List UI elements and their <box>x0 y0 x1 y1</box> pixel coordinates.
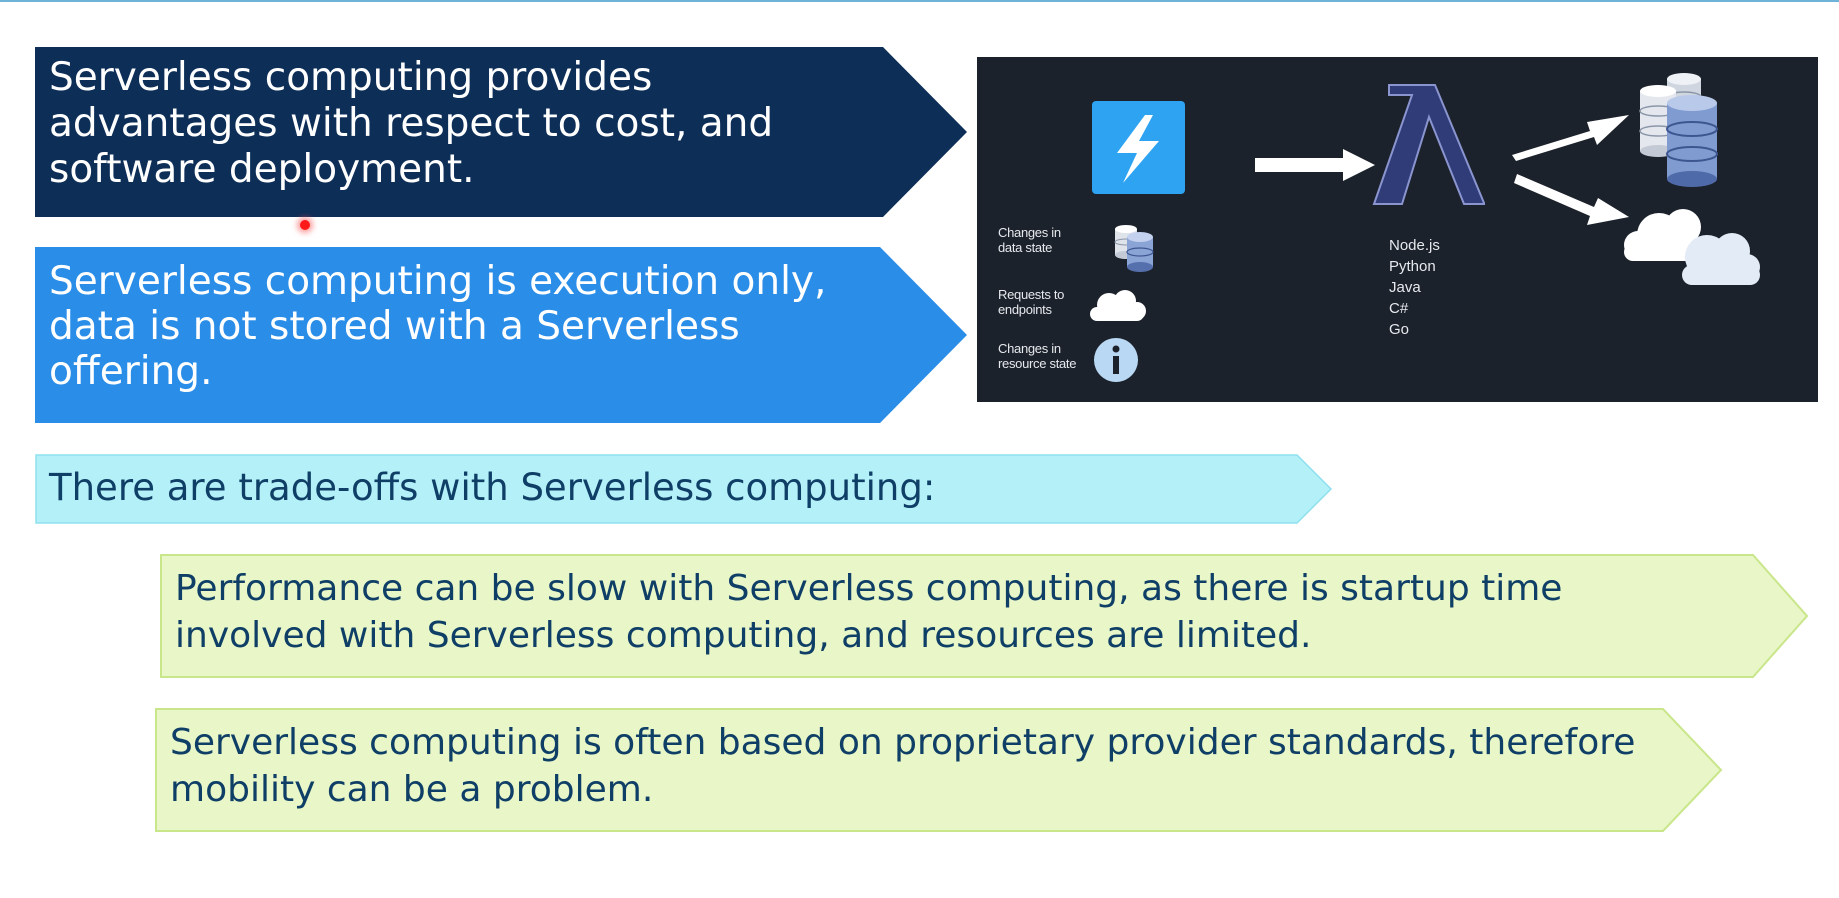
language-item: Go <box>1389 321 1410 338</box>
trigger-label-data-state: Changes in data state <box>998 225 1061 255</box>
cost-deployment-arrow-shape <box>35 47 967 217</box>
small-cloud-icon <box>1090 290 1146 321</box>
tradeoffs-text: There are trade-offs with Serverless com… <box>49 466 936 509</box>
execution-only-callout: Serverless computing is execution only, … <box>35 247 970 423</box>
language-list: Node.js Python Java C# Go <box>1389 235 1440 340</box>
diagram-graphics <box>1090 73 1760 382</box>
mobility-callout: Serverless computing is often based on p… <box>155 708 1725 832</box>
performance-text: Performance can be slow with Serverless … <box>175 568 1563 656</box>
info-icon <box>1094 338 1138 382</box>
database-stack-icon <box>1639 73 1718 187</box>
arrow-to-cloud-icon <box>1514 174 1629 225</box>
language-item: Node.js <box>1389 237 1440 254</box>
cost-deployment-callout: Serverless computing provides advantages… <box>35 47 970 217</box>
laser-pointer-dot <box>300 220 310 230</box>
execution-only-arrow-shape <box>35 247 967 423</box>
tradeoffs-arrow-shape <box>35 454 1333 524</box>
mobility-arrow-shape <box>155 708 1723 832</box>
performance-arrow-shape <box>160 554 1809 678</box>
language-item: Java <box>1389 279 1421 296</box>
lightning-icon <box>1092 101 1185 194</box>
performance-callout: Performance can be slow with Serverless … <box>160 554 1810 678</box>
top-border-line <box>0 0 1839 2</box>
execution-only-text: Serverless computing is execution only, … <box>49 259 827 395</box>
language-item: Python <box>1389 258 1436 275</box>
cloud-icon <box>1624 209 1760 285</box>
mobility-text: Serverless computing is often based on p… <box>170 722 1636 810</box>
cost-deployment-text: Serverless computing provides advantages… <box>49 55 774 193</box>
language-item: C# <box>1389 300 1409 317</box>
arrow-to-lambda-icon <box>1255 149 1375 181</box>
trigger-label-resource-state: Changes in resource state <box>998 341 1077 371</box>
arrow-to-database-icon <box>1512 115 1629 161</box>
serverless-diagram: Changes in data state Requests to endpoi… <box>977 57 1818 402</box>
tradeoffs-callout: There are trade-offs with Serverless com… <box>35 454 1335 524</box>
lambda-icon <box>1372 84 1485 205</box>
database-icon <box>1114 225 1154 272</box>
trigger-label-endpoints: Requests to endpoints <box>998 287 1065 317</box>
